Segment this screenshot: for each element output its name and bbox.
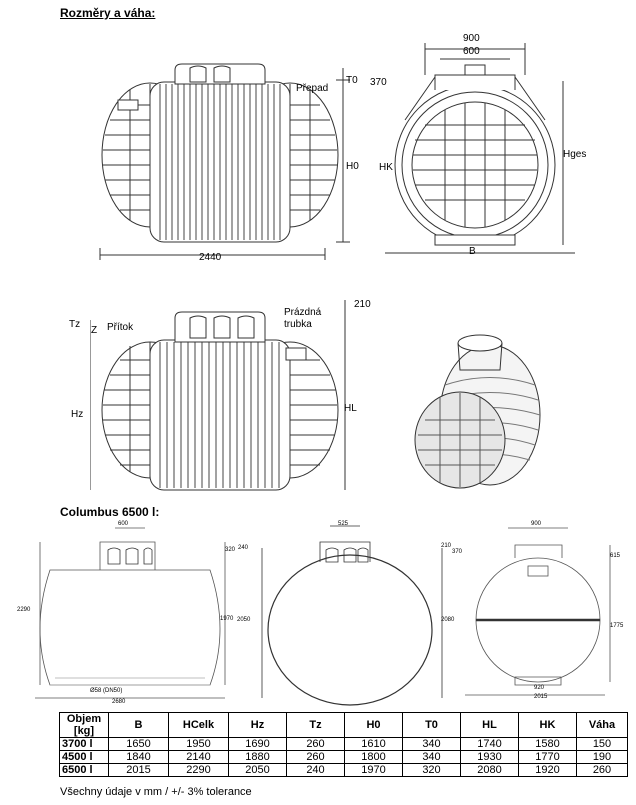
section-heading-dimensions: Rozměry a váha: xyxy=(60,6,156,20)
table-cell: 340 xyxy=(402,750,461,764)
table-cell: 260 xyxy=(576,763,628,777)
table-header: B xyxy=(108,712,169,738)
table-cell: 240 xyxy=(286,763,345,777)
columbus-dim-pipe: Ø58 (DN50) xyxy=(90,688,123,694)
columbus-dim-240: 240 xyxy=(238,545,249,551)
columbus-dim-320: 320 xyxy=(225,547,236,553)
table-cell: 1930 xyxy=(460,750,519,764)
table-header-row: Objem [kg] B HCelk Hz Tz H0 T0 HL HK Váh… xyxy=(59,712,628,738)
tank-side-view-2-drawing xyxy=(90,300,346,491)
columbus-dim-600: 600 xyxy=(118,521,129,527)
label-hl: HL xyxy=(344,403,357,414)
table-cell: 2015 xyxy=(108,763,169,777)
table-cell: 260 xyxy=(286,737,345,751)
table-cell: 1610 xyxy=(344,737,403,751)
label-pritok: Přítok xyxy=(107,322,134,333)
dim-600-top: 600 xyxy=(463,46,480,57)
table-cell: 1690 xyxy=(228,737,287,751)
table-cell: 1970 xyxy=(344,763,403,777)
table-header: H0 xyxy=(344,712,403,738)
dimensions-table: Objem [kg] B HCelk Hz Tz H0 T0 HL HK Váh… xyxy=(59,712,628,777)
table-cell: 2290 xyxy=(168,763,229,777)
dim-2440: 2440 xyxy=(199,252,222,263)
table-cell: 6500 l xyxy=(59,763,109,777)
table-header: HL xyxy=(460,712,519,738)
columbus-dim-525: 525 xyxy=(338,521,349,527)
label-hk: HK xyxy=(379,162,393,173)
table-cell: 1580 xyxy=(518,737,577,751)
table-cell: 1880 xyxy=(228,750,287,764)
table-cell: 1770 xyxy=(518,750,577,764)
columbus-dim-920: 920 xyxy=(534,685,545,691)
table-row: 4500 l 1840 2140 1880 260 1800 340 1930 … xyxy=(59,750,628,764)
label-prazdna: Prázdná xyxy=(284,307,322,318)
table-cell: 150 xyxy=(576,737,628,751)
table-header: HCelk xyxy=(168,712,229,738)
table-cell: 1920 xyxy=(518,763,577,777)
table-cell: 1650 xyxy=(108,737,169,751)
label-trubka: trubka xyxy=(284,319,312,330)
columbus-dim-210: 210 xyxy=(441,543,452,549)
columbus-dim-900: 900 xyxy=(531,521,542,527)
columbus-dim-2050: 2050 xyxy=(237,617,251,623)
columbus-dim-2680: 2680 xyxy=(112,699,126,705)
label-z: Z xyxy=(91,325,98,336)
table-cell: 1740 xyxy=(460,737,519,751)
dim-370: 370 xyxy=(370,77,387,88)
tank-front-view-drawing xyxy=(385,43,575,254)
table-cell: 1840 xyxy=(108,750,169,764)
table-cell: 2050 xyxy=(228,763,287,777)
table-header: T0 xyxy=(402,712,461,738)
label-h0: H0 xyxy=(346,161,359,172)
columbus-dim-1970: 1970 xyxy=(220,616,234,622)
tank-side-view-drawing xyxy=(99,63,350,260)
table-cell: 260 xyxy=(286,750,345,764)
columbus-side-view-drawing xyxy=(35,527,226,699)
label-hz: Hz xyxy=(71,409,84,420)
columbus-dim-2290: 2290 xyxy=(17,607,31,613)
table-header: Hz xyxy=(228,712,287,738)
dim-210-mid: 210 xyxy=(354,299,371,310)
table-row: 6500 l 2015 2290 2050 240 1970 320 2080 … xyxy=(59,763,628,777)
table-header: Objem [kg] xyxy=(59,712,109,738)
dim-900-top: 900 xyxy=(463,33,480,44)
columbus-dim-1775: 1775 xyxy=(610,623,624,629)
table-header: Váha xyxy=(576,712,628,738)
table-cell: 320 xyxy=(402,763,461,777)
table-cell: 1800 xyxy=(344,750,403,764)
table-header: Tz xyxy=(286,712,345,738)
section-heading-columbus: Columbus 6500 l: xyxy=(60,505,160,519)
table-cell: 2080 xyxy=(460,763,519,777)
table-cell: 190 xyxy=(576,750,628,764)
table-cell: 3700 l xyxy=(59,737,109,751)
label-prepad: Přepad xyxy=(296,83,329,94)
table-cell: 1950 xyxy=(168,737,229,751)
columbus-end-view-drawing xyxy=(261,525,443,706)
tolerance-note: Všechny údaje v mm / +/- 3% tolerance xyxy=(60,786,252,798)
table-header: HK xyxy=(518,712,577,738)
label-b: B xyxy=(469,246,476,257)
label-tz: Tz xyxy=(69,319,81,330)
columbus-front-view-drawing xyxy=(465,527,611,696)
table-cell: 340 xyxy=(402,737,461,751)
table-cell: 4500 l xyxy=(59,750,109,764)
label-hges: Hges xyxy=(563,149,587,160)
columbus-dim-2015: 2015 xyxy=(534,694,548,700)
tank-3d-view-drawing xyxy=(414,334,541,489)
table-row: 3700 l 1650 1950 1690 260 1610 340 1740 … xyxy=(59,737,628,751)
label-t0: T0 xyxy=(346,75,358,86)
table-cell: 2140 xyxy=(168,750,229,764)
columbus-dim-370: 370 xyxy=(452,549,463,555)
columbus-dim-615: 615 xyxy=(610,553,621,559)
columbus-dim-2080: 2080 xyxy=(441,617,455,623)
